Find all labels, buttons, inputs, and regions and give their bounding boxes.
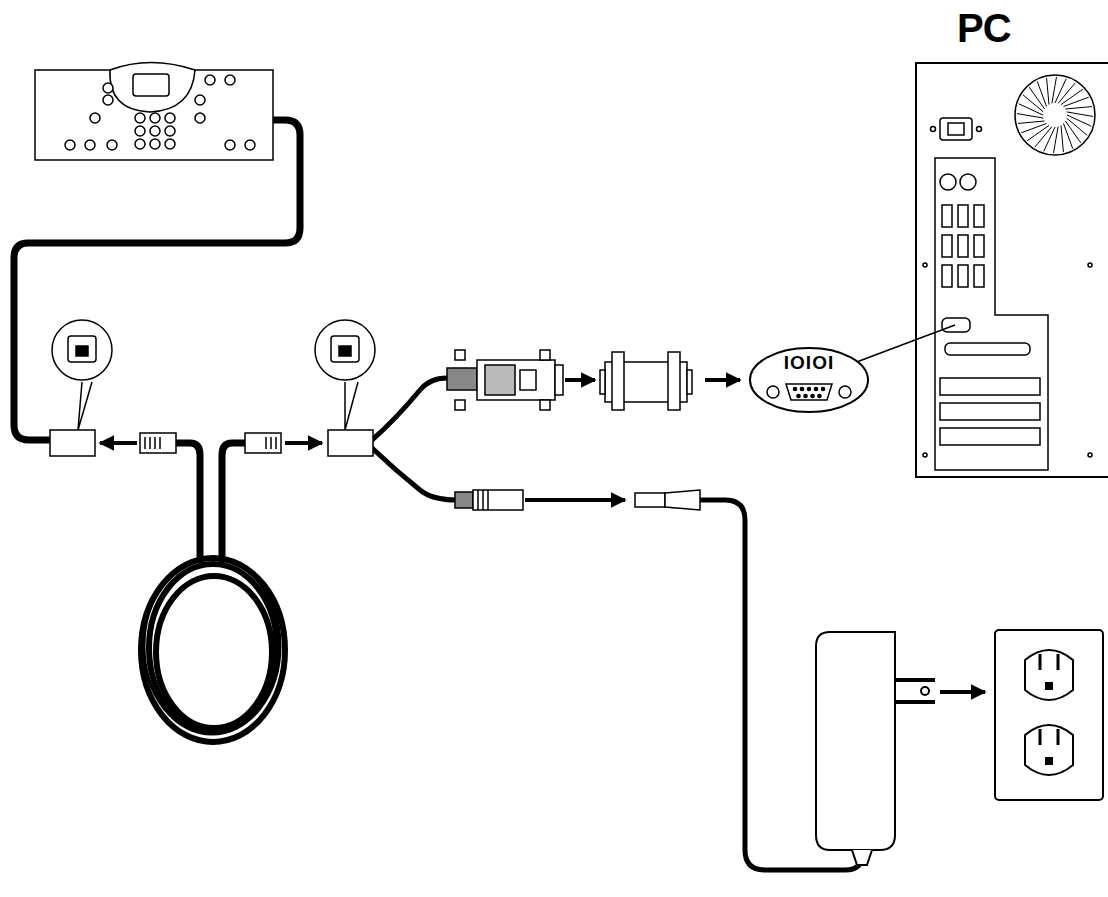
- keypad-button: [135, 126, 145, 136]
- keypad-button: [103, 83, 113, 93]
- keypad-button: [225, 140, 235, 150]
- keypad-button: [205, 75, 215, 85]
- leader-line-tail: [915, 325, 955, 340]
- keypad-button: [165, 126, 175, 136]
- barrel-plugs: [455, 490, 700, 510]
- keypad-button: [135, 139, 145, 149]
- fan-blade: [1065, 121, 1080, 143]
- port-symbol: IOIOI: [748, 346, 870, 374]
- fan-blade: [1065, 107, 1092, 109]
- jacks-and-plugs: [50, 430, 373, 456]
- keypad-button: [103, 95, 113, 105]
- keypad-button: [107, 140, 117, 150]
- wall-adapter: [816, 632, 935, 865]
- fan-blade: [1027, 125, 1049, 140]
- keypad-button: [65, 140, 75, 150]
- keypad-button: [135, 113, 145, 123]
- fan-blade: [1052, 77, 1057, 103]
- keypad-button: [195, 95, 205, 105]
- pc-tower: PC: [915, 62, 1108, 478]
- fan-blade: [1047, 78, 1049, 105]
- heading-label: PC: [957, 6, 1011, 51]
- fan-blade: [1061, 125, 1063, 152]
- port-callout: IOIOI: [748, 346, 870, 414]
- fan-blade: [1018, 121, 1045, 123]
- db9-connector: [447, 350, 563, 410]
- fan-blade: [1061, 89, 1083, 104]
- keypad-button: [195, 113, 205, 123]
- fan-blade: [1019, 104, 1043, 115]
- fan-blade: [1037, 81, 1046, 106]
- keypad-button: [150, 113, 160, 123]
- keypad-button: [245, 140, 255, 150]
- keypad-button: [150, 126, 160, 136]
- keypad-button: [225, 75, 235, 85]
- coiled-cable: [141, 558, 285, 742]
- keypad-button: [165, 113, 175, 123]
- cable: [14, 120, 862, 870]
- jack-callouts: [52, 320, 375, 430]
- keypad-button: [85, 140, 95, 150]
- fan-blade: [1044, 127, 1055, 151]
- keypad-panel: [35, 63, 273, 161]
- pc-rear-panel: [923, 75, 1095, 470]
- keypad-button: [165, 139, 175, 149]
- fan-blade: [1055, 79, 1066, 103]
- fan-blade: [1017, 114, 1043, 119]
- serial-port-icon: [767, 384, 851, 400]
- keypad-button: [150, 139, 160, 149]
- fan-blade: [1021, 123, 1046, 132]
- fan-blade: [1063, 123, 1072, 148]
- fan-blade: [1029, 87, 1044, 109]
- wall-outlet: [995, 630, 1103, 800]
- leader-line: [858, 340, 915, 361]
- fan-blade: [1067, 115, 1091, 126]
- fan-blade: [1054, 127, 1059, 153]
- fan-blade: [1067, 112, 1093, 117]
- fan-blade: [1063, 97, 1088, 106]
- gender-changer: [600, 352, 692, 410]
- keypad-button: [90, 113, 100, 123]
